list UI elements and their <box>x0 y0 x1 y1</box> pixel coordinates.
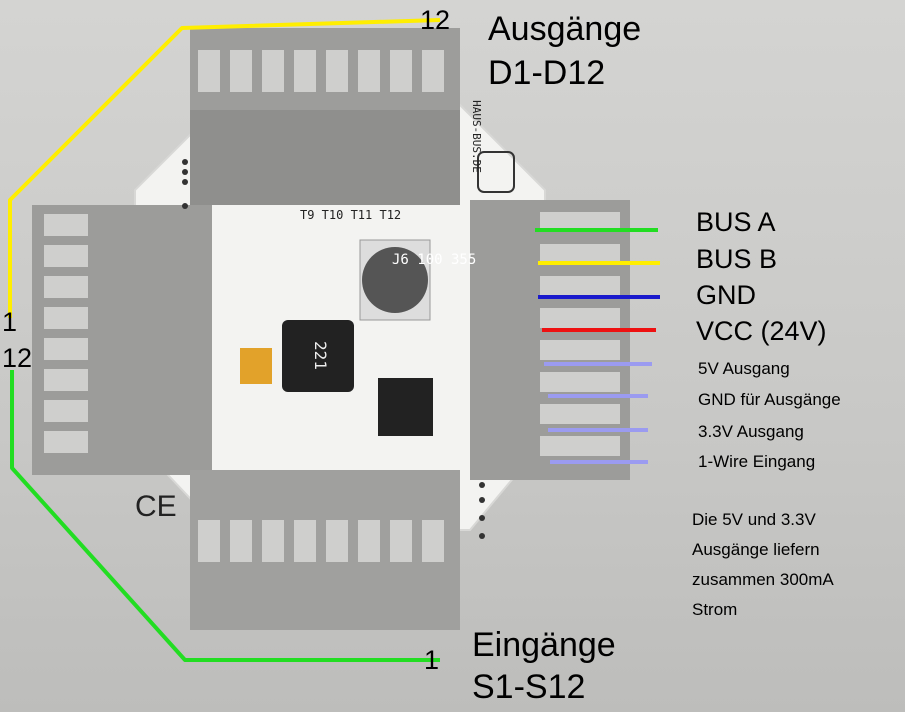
note-line-4: Strom <box>692 600 738 619</box>
output-pin-number: 12 <box>420 5 451 35</box>
bus-terminal-slot <box>540 372 620 392</box>
left-terminal-slot <box>44 400 88 422</box>
tantalum-capacitor <box>240 348 272 384</box>
input-terminal-slot <box>326 520 348 562</box>
pin-label-bus-a: BUS A <box>696 207 776 237</box>
left-terminal-slot <box>44 276 88 298</box>
silk-t-labels: T9 T10 T11 T12 <box>300 208 402 222</box>
pin-label-bus-b: BUS B <box>696 244 778 274</box>
note-line-2: Ausgänge liefern <box>692 540 820 559</box>
bus-terminal-slot <box>540 276 620 296</box>
left-terminal-slot <box>44 214 88 236</box>
output-terminal-slot <box>390 50 412 92</box>
input-terminal-slot <box>198 520 220 562</box>
note-line-3: zusammen 300mA <box>692 570 834 589</box>
outputs-range: D1-D12 <box>488 54 606 92</box>
inputs-title: Eingänge <box>472 626 616 664</box>
outputs-title: Ausgänge <box>488 10 642 48</box>
power-logo-icon <box>477 151 515 193</box>
output-terminal-slot <box>294 50 316 92</box>
pin-label-3v3: 3.3V Ausgang <box>698 422 804 441</box>
left-terminal-slot <box>44 431 88 453</box>
output-terminal-slot <box>358 50 380 92</box>
bus-terminal-slot <box>540 340 620 360</box>
inputs-range: S1-S12 <box>472 668 586 706</box>
output-terminal-slot <box>422 50 444 92</box>
via-holes <box>182 159 485 539</box>
ce-mark: CE <box>135 490 177 523</box>
input-terminal-slot <box>262 520 284 562</box>
input-terminal-slot <box>358 520 380 562</box>
left-terminal-slot <box>44 338 88 360</box>
pin-label-gnd: GND <box>696 280 756 310</box>
left-pin-bottom: 12 <box>2 343 33 373</box>
output-terminal-slot <box>198 50 220 92</box>
left-terminal-slot <box>44 369 88 391</box>
bus-terminal-slot <box>540 212 620 232</box>
bus-terminal-slot <box>540 308 620 328</box>
pin-label-5v: 5V Ausgang <box>698 359 790 378</box>
input-wire <box>10 370 440 662</box>
electrolytic-capacitor <box>362 247 428 313</box>
silk-inductor: 221 <box>310 341 330 370</box>
left-pin-top: 1 <box>2 307 18 337</box>
output-wire <box>8 18 441 318</box>
output-terminal-slot <box>230 50 252 92</box>
output-terminal-slot <box>326 50 348 92</box>
bus-terminal-slot <box>540 404 620 424</box>
input-terminal-slot <box>422 520 444 562</box>
pin-label-gnd-outputs: GND für Ausgänge <box>698 390 841 409</box>
ic20-chip <box>378 378 433 436</box>
silk-board-text: HAUS-BUS.DE <box>469 100 483 173</box>
input-terminal-slot <box>230 520 252 562</box>
left-terminal-slot <box>44 307 88 329</box>
pin-label-1wire: 1-Wire Eingang <box>698 452 816 471</box>
left-terminal-slot <box>44 245 88 267</box>
silk-capacitor: J6 100 355 <box>392 252 477 268</box>
bus-terminal-slot <box>540 436 620 456</box>
input-terminal-slot <box>390 520 412 562</box>
input-terminal-slot <box>294 520 316 562</box>
inductor <box>282 320 354 392</box>
power-note: Die 5V und 3.3V Ausgänge liefern zusamme… <box>692 505 892 625</box>
bus-terminal-slot <box>540 244 620 264</box>
output-terminal-slot <box>262 50 284 92</box>
pin-label-vcc: VCC (24V) <box>696 316 827 346</box>
note-line-1: Die 5V und 3.3V <box>692 510 816 529</box>
input-pin-number: 1 <box>424 645 440 675</box>
